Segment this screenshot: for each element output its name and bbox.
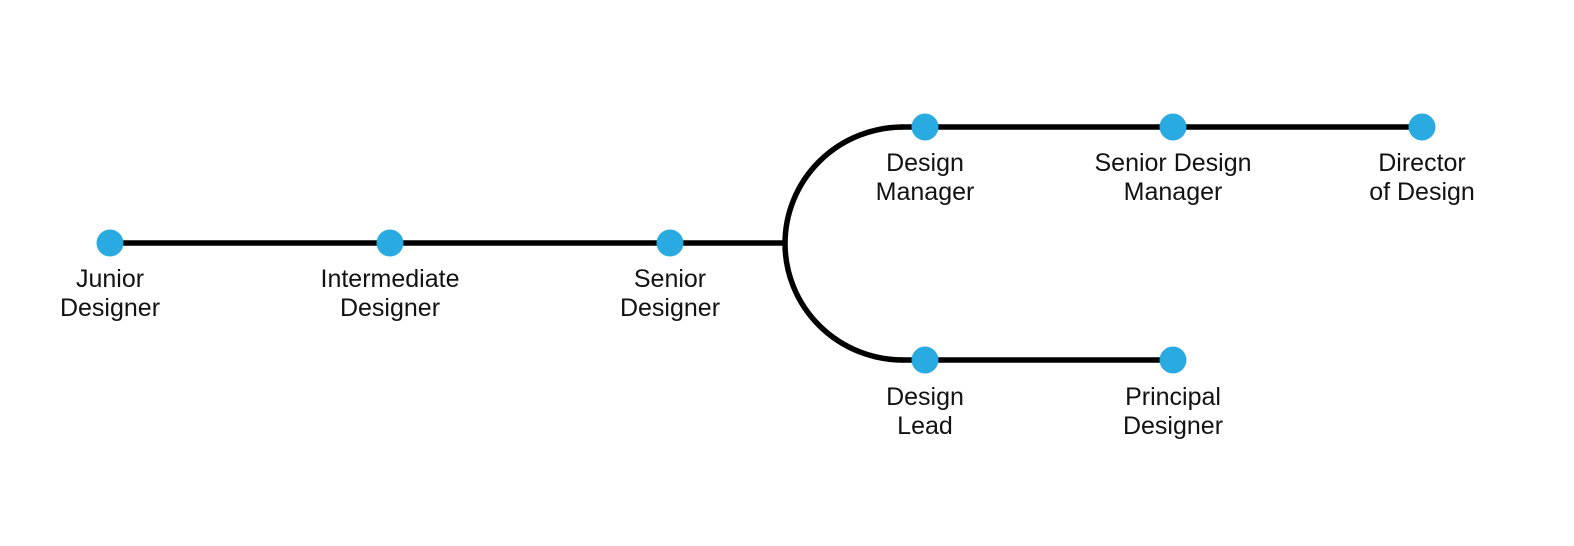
label-senior-design-manager: Senior Design Manager (1094, 149, 1252, 206)
label-principal-designer: Principal Designer (1122, 383, 1224, 440)
node-principal-designer (1159, 346, 1187, 374)
node-senior-design-manager (1159, 113, 1187, 141)
label-design-manager: Design Manager (875, 149, 975, 206)
fork-curve (782, 124, 904, 363)
label-design-lead: Design Lead (886, 383, 964, 440)
label-intermediate-designer: Intermediate Designer (320, 265, 460, 322)
node-director-of-design (1408, 113, 1436, 141)
node-intermediate-designer (376, 229, 404, 257)
node-design-manager (911, 113, 939, 141)
node-junior-designer (96, 229, 124, 257)
label-director-of-design: Director of Design (1369, 149, 1475, 206)
label-senior-designer: Senior Designer (619, 265, 721, 322)
node-design-lead (911, 346, 939, 374)
node-senior-designer (656, 229, 684, 257)
label-junior-designer: Junior Designer (59, 265, 161, 322)
